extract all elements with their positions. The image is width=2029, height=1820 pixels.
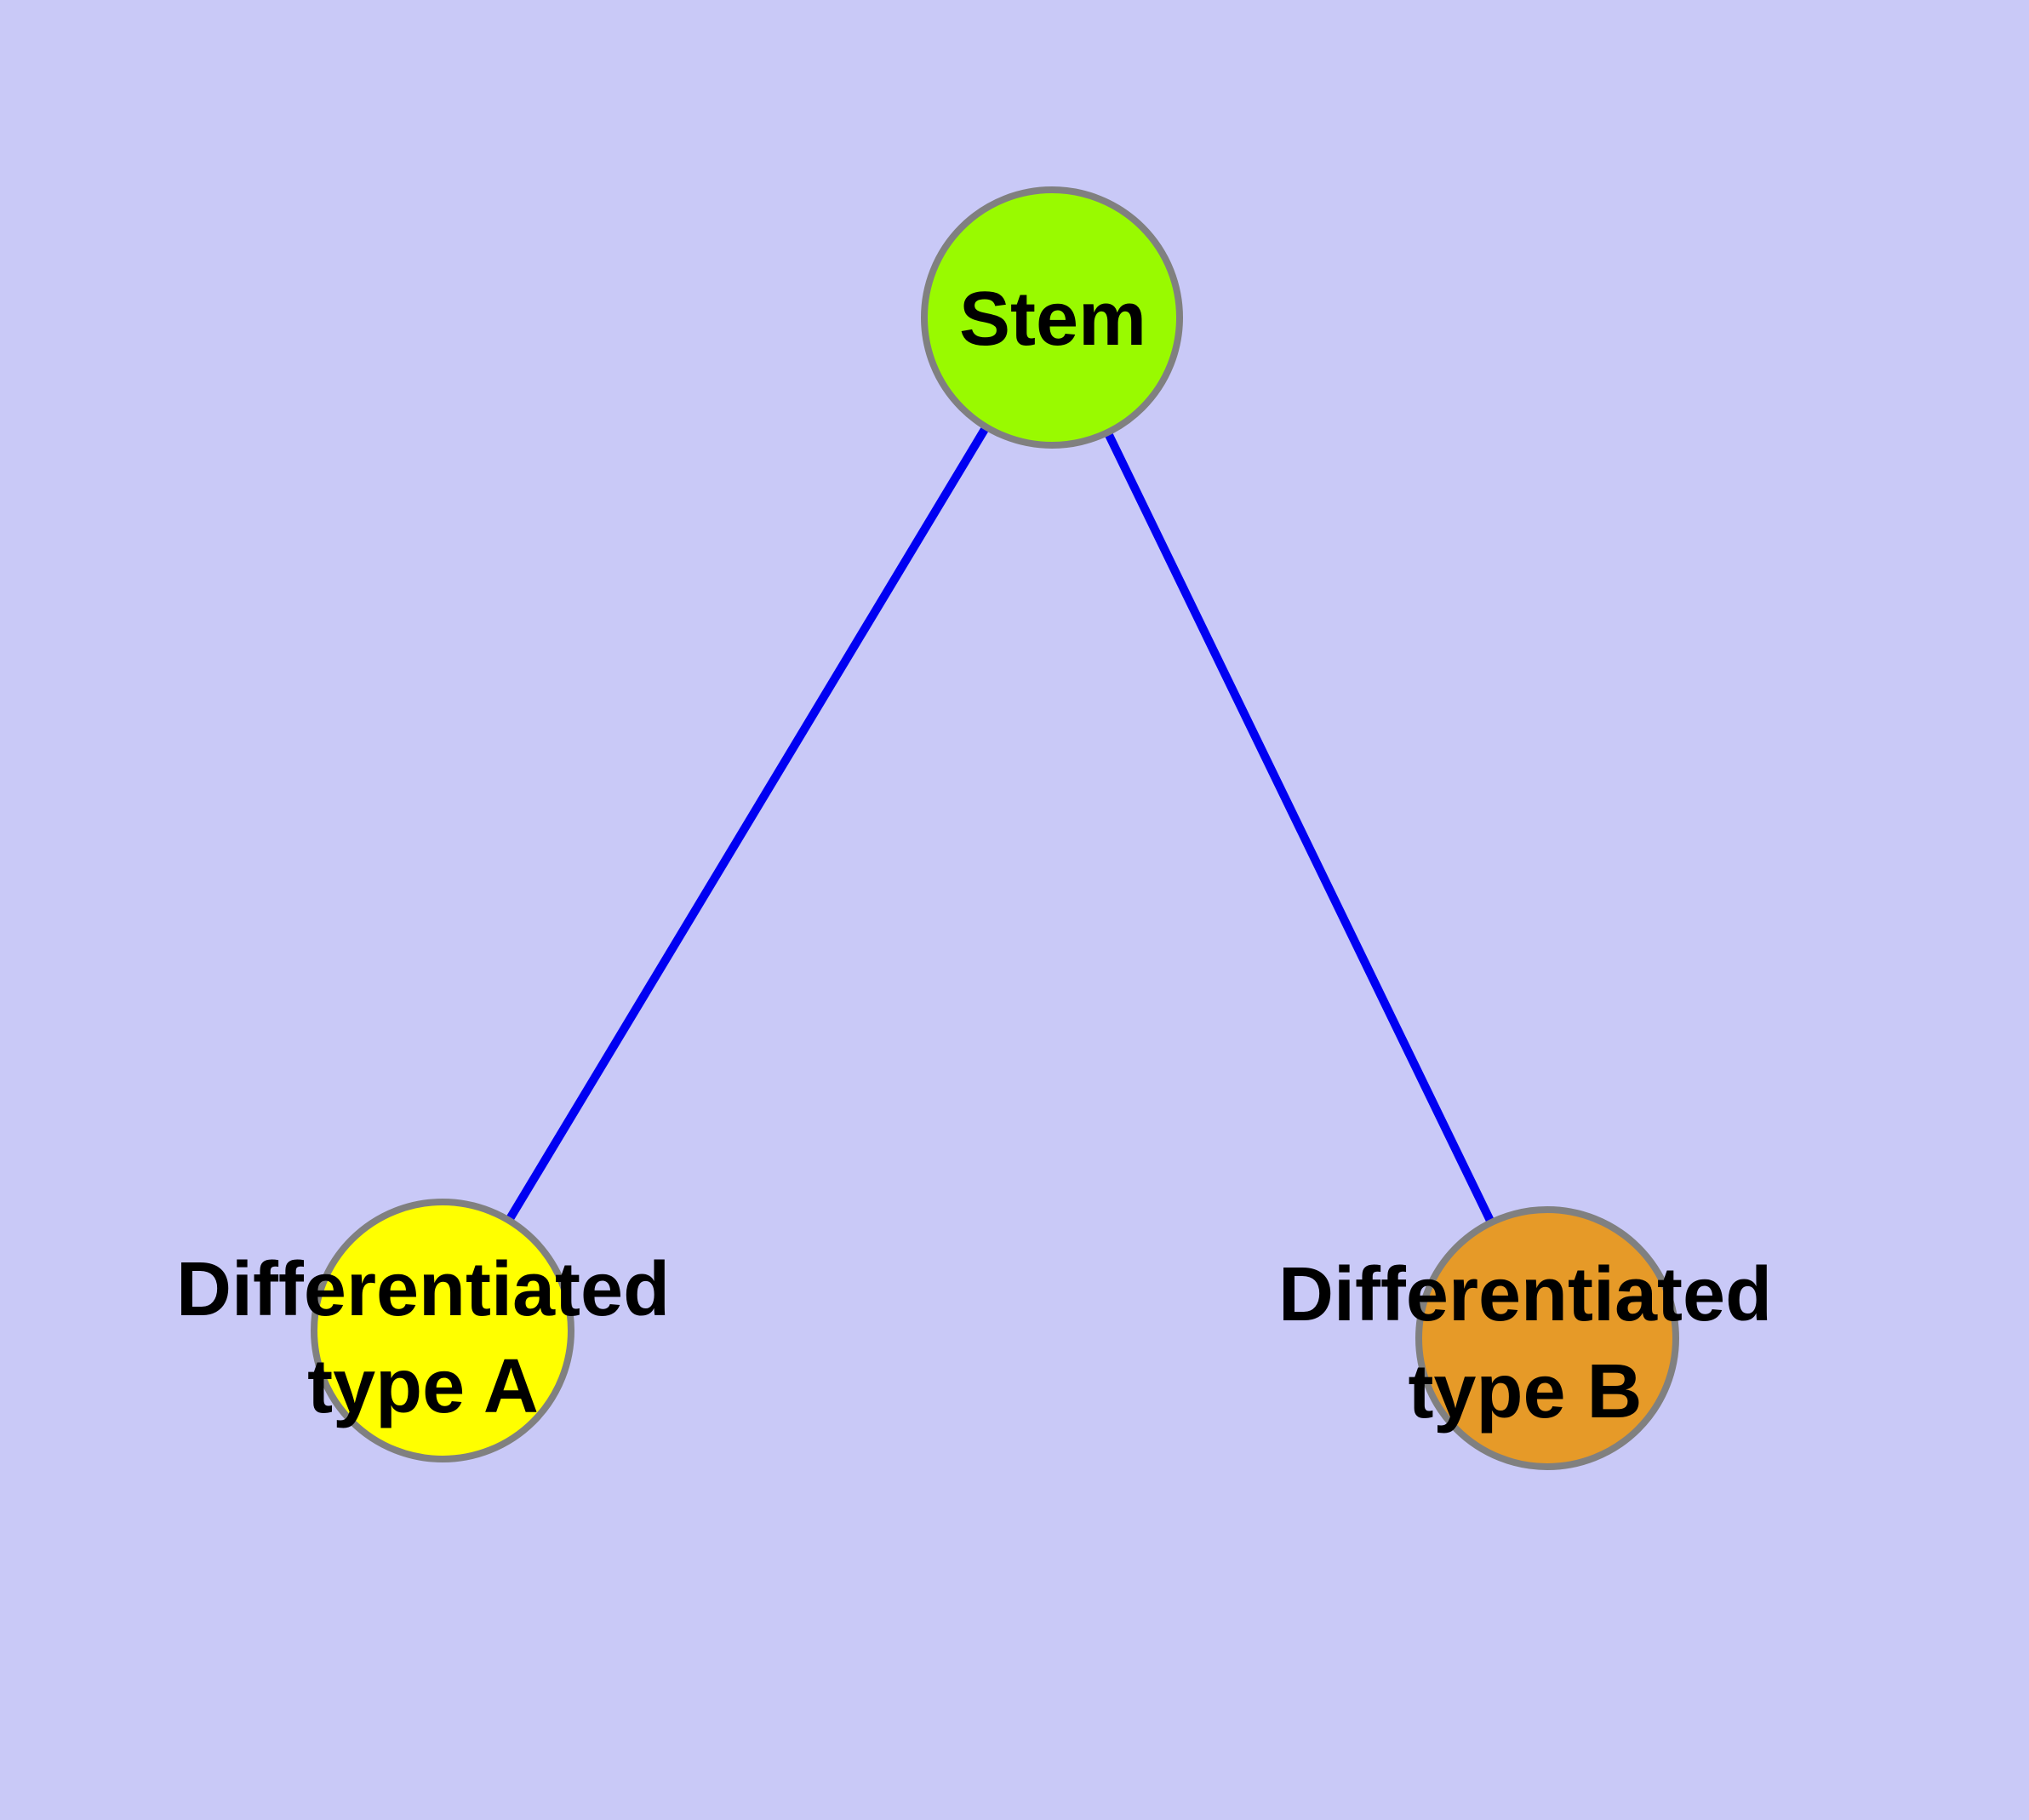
edge-stem-to-type-a: [438, 315, 1056, 1333]
type-a-node-circle: [311, 1199, 574, 1462]
edge-stem-to-type-b: [1048, 315, 1552, 1341]
stem-node-circle: [921, 186, 1183, 449]
type-b-node-circle: [1415, 1206, 1679, 1470]
